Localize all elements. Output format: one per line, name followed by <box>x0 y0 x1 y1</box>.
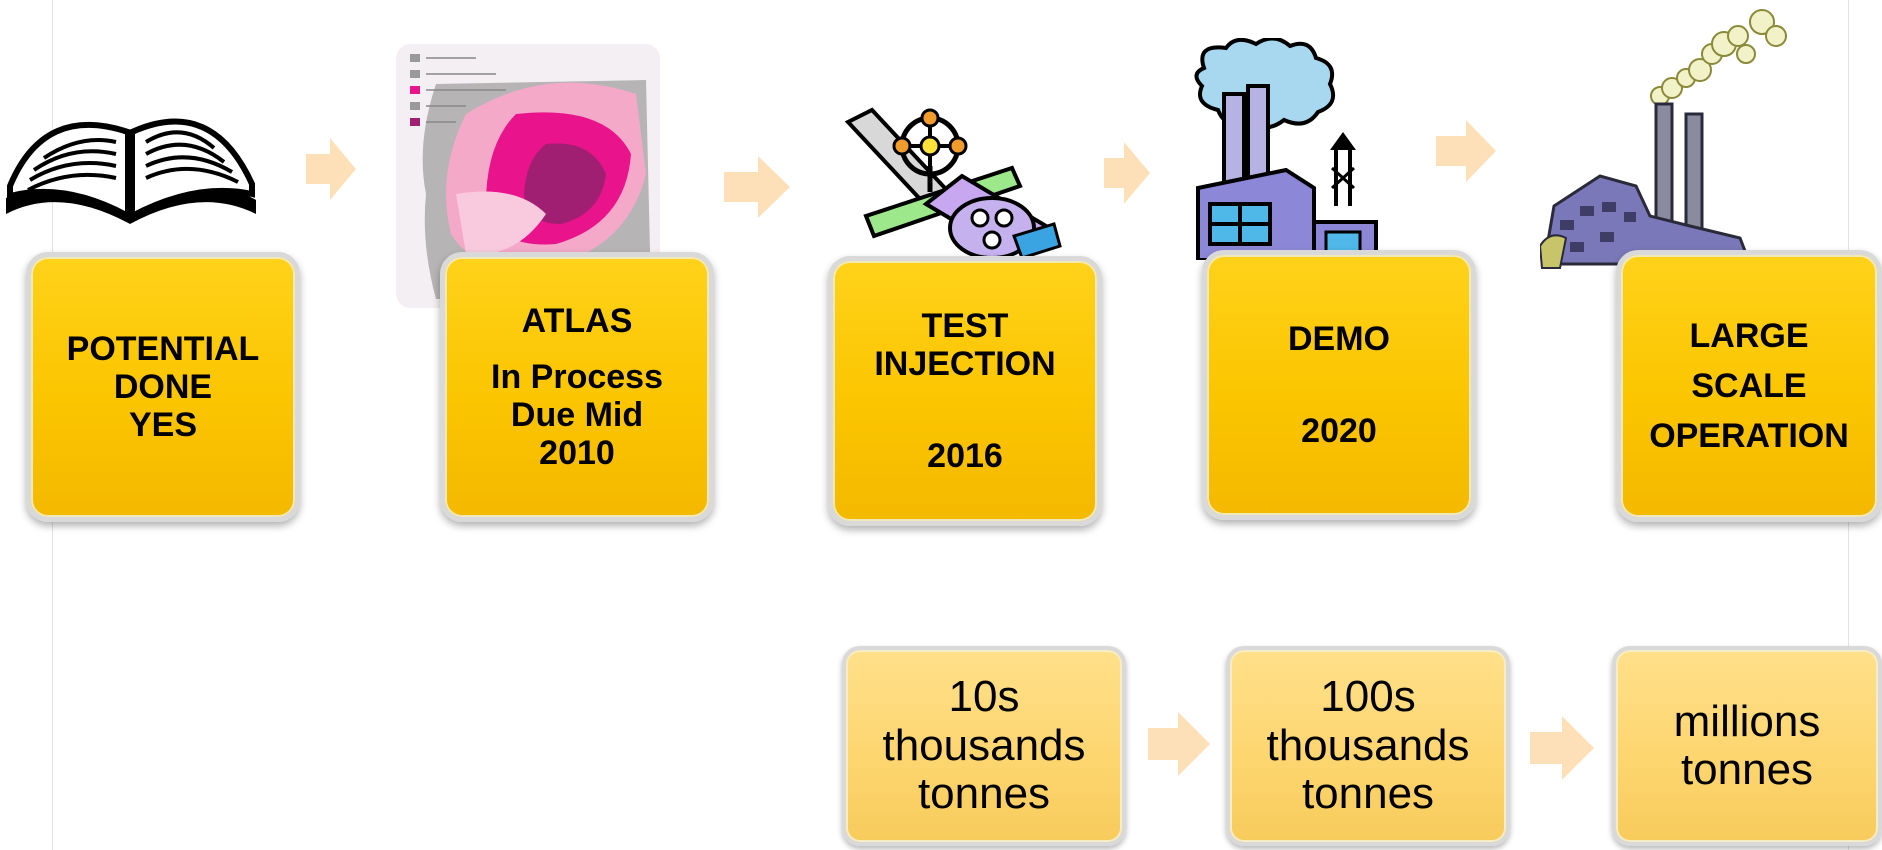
stage-line: SCALE <box>1691 366 1807 405</box>
stage-line: In Process <box>491 357 663 396</box>
arrow-right-6 <box>1530 716 1594 780</box>
stage-line: 2010 <box>539 434 615 473</box>
factory-icon <box>1194 38 1378 260</box>
arrow-right-1 <box>306 138 356 200</box>
quantity-line: 100s <box>1320 672 1416 722</box>
arrow-right-2 <box>724 156 790 218</box>
quantity-line: tonnes <box>1301 769 1435 819</box>
stage-line: 2020 <box>1301 412 1377 450</box>
quantity-line: tonnes <box>917 769 1051 819</box>
stage-line: DEMO <box>1288 319 1390 358</box>
stage-test-injection: TEST INJECTION 2016 <box>828 256 1102 526</box>
quantity-line: tonnes <box>1680 745 1814 794</box>
stage-atlas: ATLAS In Process Due Mid 2010 <box>440 252 714 522</box>
quantity-line: 10s <box>948 672 1020 722</box>
pipe-valve-icon <box>844 107 1062 258</box>
open-book-icon <box>6 118 256 224</box>
quantity-line: millions <box>1673 696 1821 746</box>
quantity-millions: millions tonnes <box>1612 646 1882 846</box>
quantity-tens-of-thousands: 10s thousands tonnes <box>842 646 1126 846</box>
geological-map-icon <box>396 44 660 308</box>
stage-line: OPERATION <box>1649 417 1849 456</box>
stage-line: TEST <box>921 306 1009 345</box>
arrow-right-3 <box>1104 142 1150 204</box>
quantity-hundreds-of-thousands: 100s thousands tonnes <box>1226 646 1510 846</box>
stage-line: 2016 <box>927 437 1003 476</box>
stage-line: DONE <box>113 367 213 406</box>
quantity-line: thousands <box>1266 720 1470 770</box>
stage-large-scale-operation: LARGE SCALE OPERATION <box>1616 250 1882 522</box>
stage-line: Due Mid <box>510 396 644 434</box>
stage-line: POTENTIAL <box>66 329 260 368</box>
stage-line: LARGE <box>1689 316 1809 355</box>
arrow-right-5 <box>1148 712 1210 776</box>
stage-demo: DEMO 2020 <box>1202 250 1476 520</box>
stage-line: ATLAS <box>521 301 633 340</box>
arrow-right-4 <box>1436 120 1496 182</box>
power-plant-icon <box>1540 9 1787 269</box>
stage-line: YES <box>128 406 198 445</box>
stage-potential: POTENTIAL DONE YES <box>26 252 300 522</box>
stage-line: INJECTION <box>874 344 1056 383</box>
quantity-line: thousands <box>882 720 1086 770</box>
